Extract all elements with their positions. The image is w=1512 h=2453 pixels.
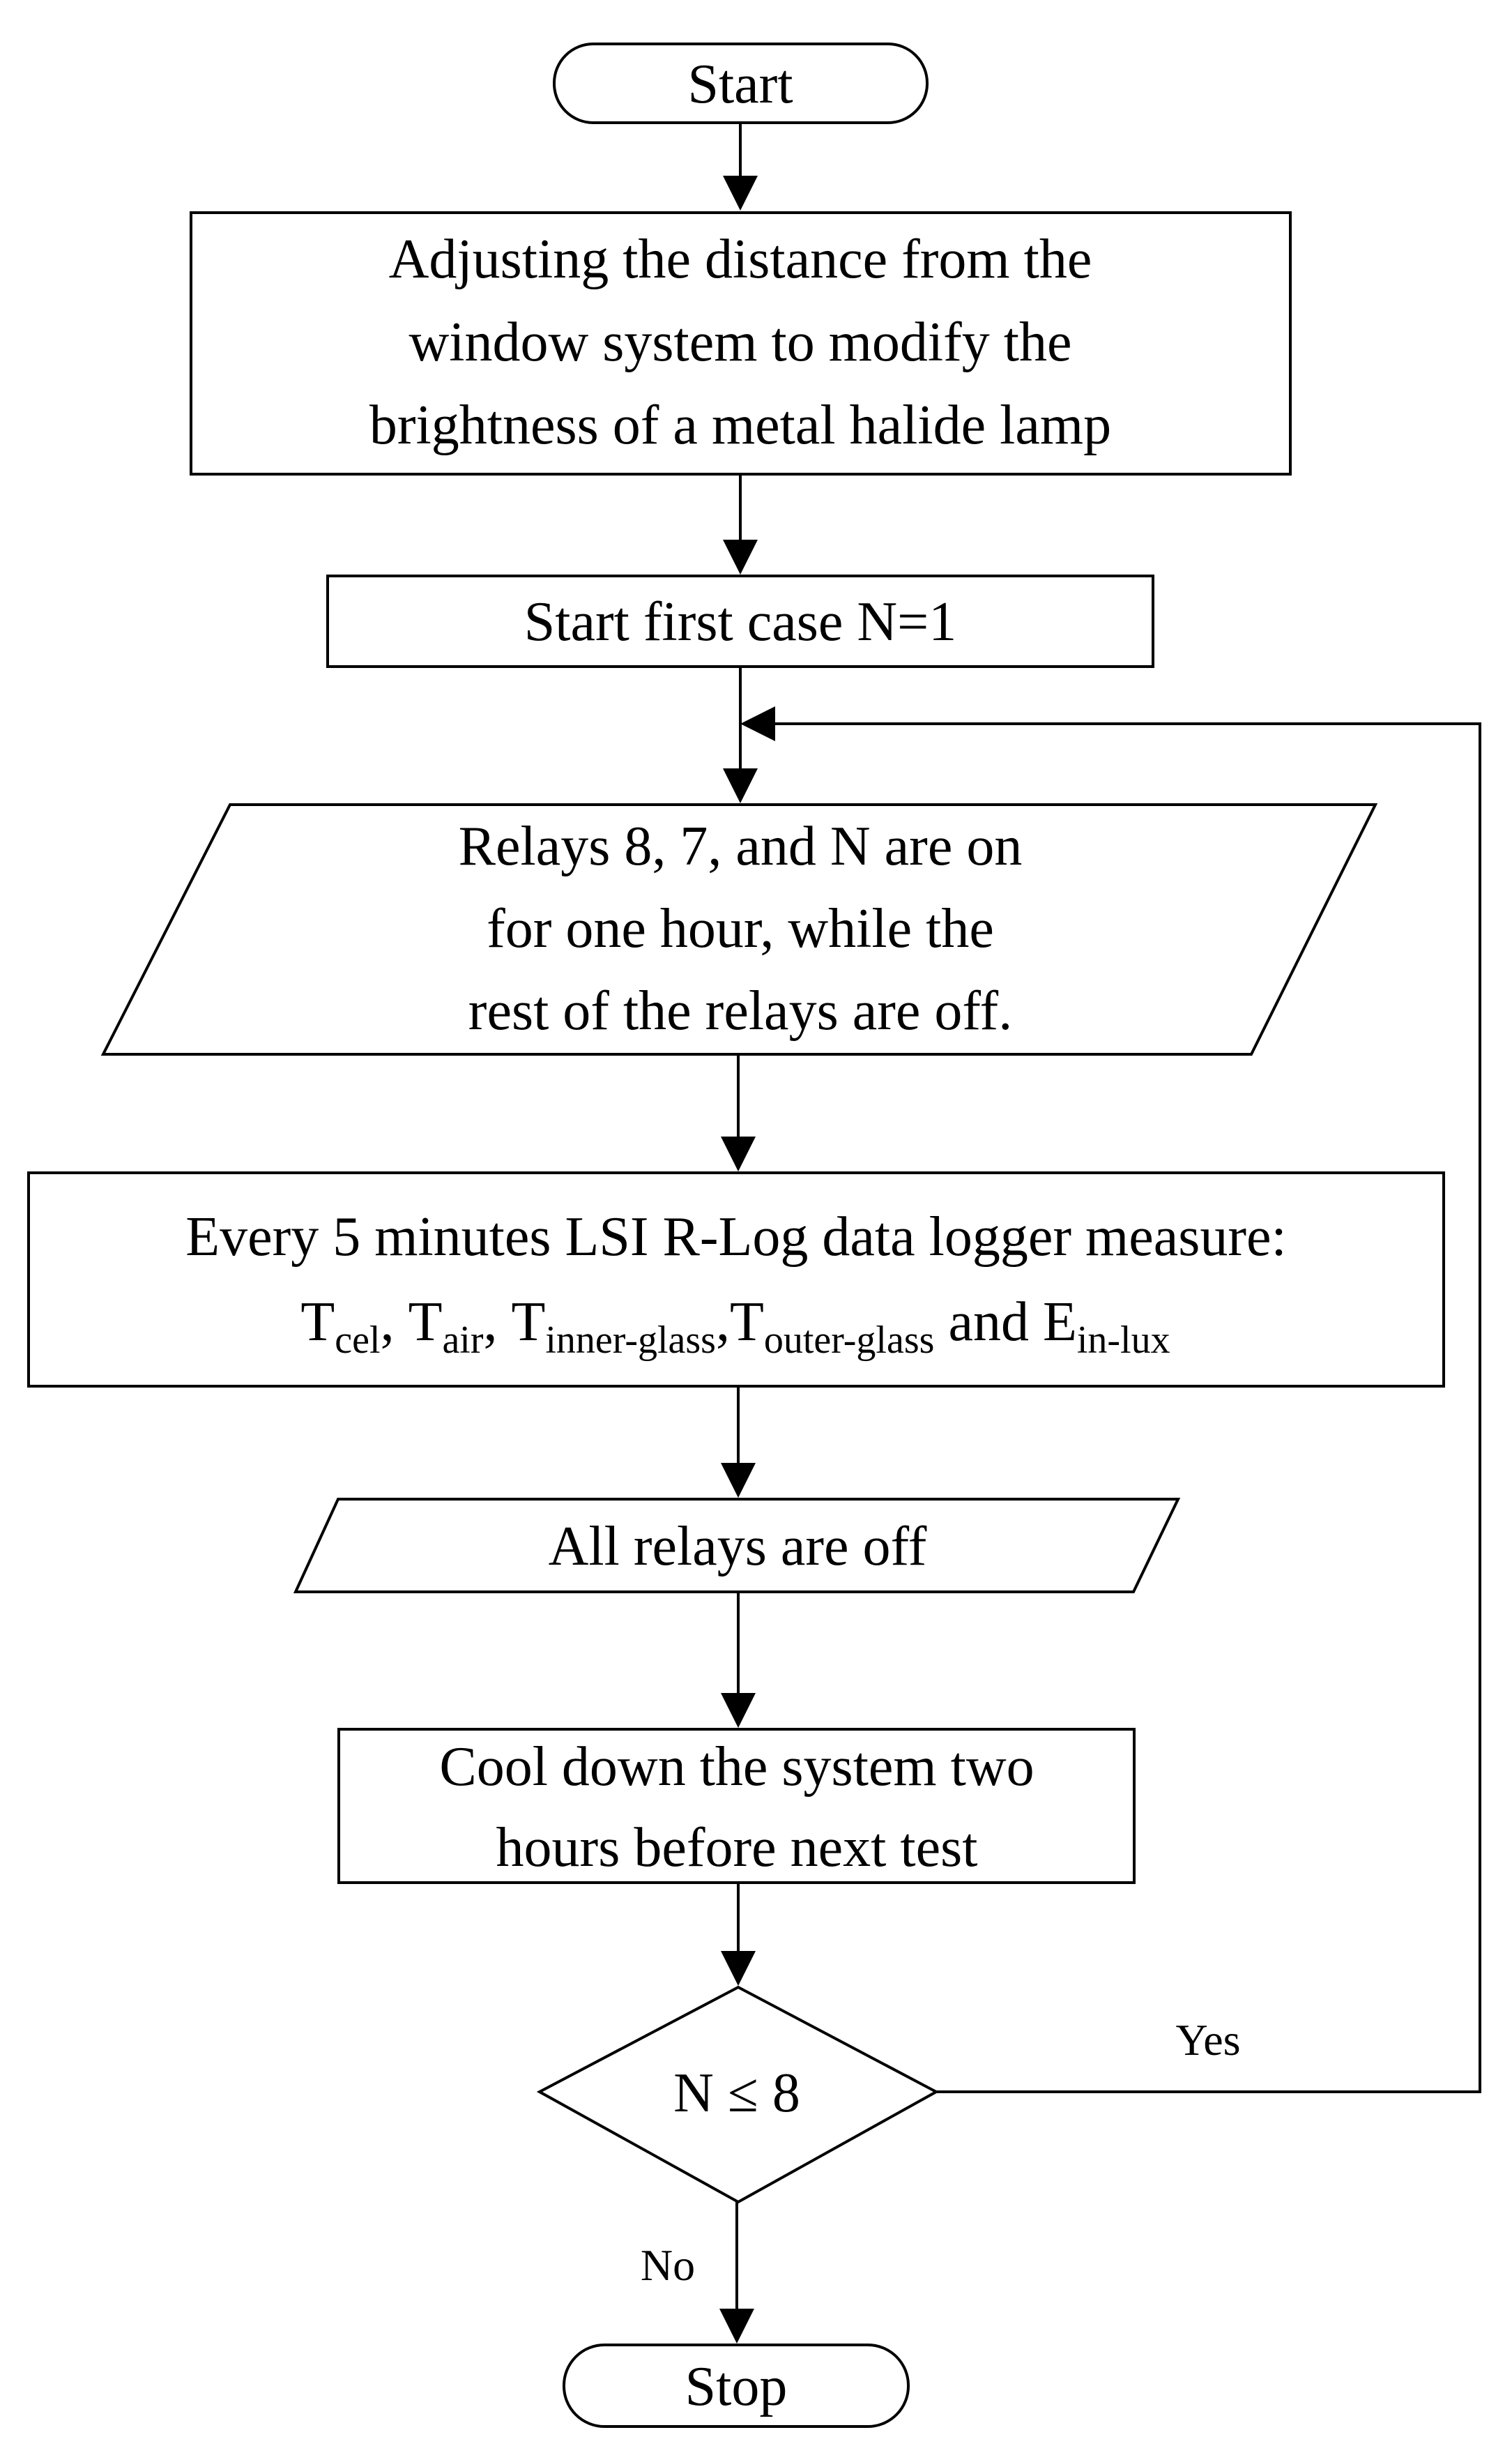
t-air-subscript: air xyxy=(442,1319,483,1362)
arrow-first-case-to-relays-on xyxy=(723,667,758,803)
and-word: and xyxy=(948,1291,1029,1353)
e-symbol: E xyxy=(1043,1291,1077,1353)
measure-step: Every 5 minutes LSI R-Log data logger me… xyxy=(27,1171,1445,1388)
t-cel-subscript: cel xyxy=(335,1319,380,1362)
t-air-symbol: T xyxy=(408,1291,443,1353)
t-cel-symbol: T xyxy=(300,1291,335,1353)
e-subscript: in-lux xyxy=(1077,1319,1170,1362)
relays-off-label: All relays are off xyxy=(549,1516,927,1577)
adjust-distance-step: Adjusting the distance from the window s… xyxy=(190,211,1292,476)
start-label: Start xyxy=(687,54,793,115)
cool-down-line-2: hours before next test xyxy=(496,1817,978,1878)
adjust-line-3: brightness of a metal halide lamp xyxy=(369,395,1111,456)
arrow-decision-to-stop xyxy=(719,2202,754,2344)
no-label: No xyxy=(641,2240,695,2290)
separator-1: , xyxy=(381,1291,395,1353)
relays-on-step: Relays 8, 7, and N are on for one hour, … xyxy=(100,803,1378,1056)
relays-on-line-2: for one hour, while the xyxy=(487,898,994,959)
relays-off-step: All relays are off xyxy=(293,1498,1181,1593)
arrow-cool-down-to-decision xyxy=(721,1883,756,1986)
t-inner-glass-symbol: T xyxy=(512,1291,546,1353)
loop-back-arrow xyxy=(740,706,1481,2093)
measure-line-1: Every 5 minutes LSI R-Log data logger me… xyxy=(185,1206,1287,1268)
first-case-step: Start first case N=1 xyxy=(326,575,1154,668)
stop-label: Stop xyxy=(685,2356,788,2417)
stop-terminator: Stop xyxy=(563,2344,910,2428)
relays-on-line-3: rest of the relays are off. xyxy=(468,980,1012,1042)
cool-down-line-1: Cool down the system two xyxy=(439,1736,1034,1798)
arrow-adjust-to-first-case xyxy=(723,474,758,575)
adjust-line-1: Adjusting the distance from the xyxy=(389,229,1092,290)
first-case-label: Start first case N=1 xyxy=(524,591,957,653)
t-inner-glass-subscript: inner-glass xyxy=(545,1319,716,1362)
decision-n-le-8: N ≤ 8 xyxy=(536,1985,940,2204)
arrow-measure-to-relays-off xyxy=(721,1386,756,1498)
relays-on-line-1: Relays 8, 7, and N are on xyxy=(459,816,1023,877)
separator-3: , xyxy=(716,1291,730,1353)
yes-label: Yes xyxy=(1175,2015,1240,2065)
decision-label: N ≤ 8 xyxy=(673,2063,800,2124)
arrow-start-to-adjust xyxy=(723,123,758,211)
t-outer-glass-subscript: outer-glass xyxy=(764,1319,935,1362)
separator-2: , xyxy=(484,1291,498,1353)
start-terminator: Start xyxy=(553,43,929,124)
t-outer-glass-symbol: T xyxy=(730,1291,764,1353)
arrow-relays-off-to-cool-down xyxy=(721,1592,756,1728)
cool-down-step: Cool down the system two hours before ne… xyxy=(337,1728,1136,1884)
adjust-line-2: window system to modify the xyxy=(408,312,1071,373)
arrow-relays-on-to-measure xyxy=(721,1054,756,1171)
